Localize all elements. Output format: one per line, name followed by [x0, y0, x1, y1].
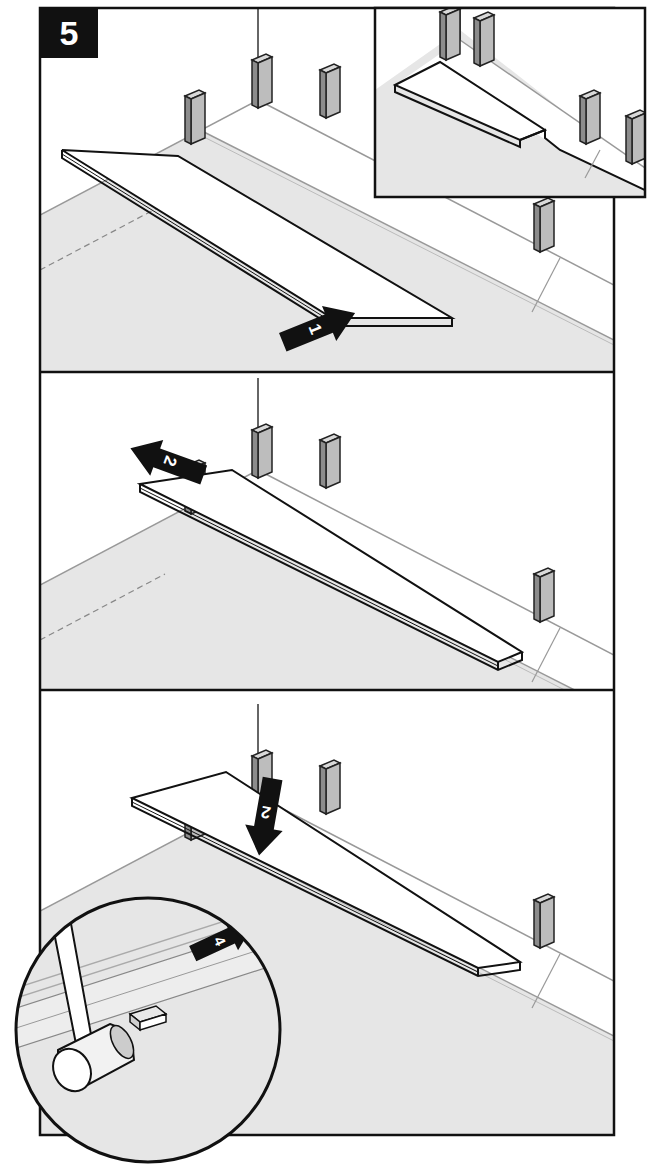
step-number: 5	[60, 16, 79, 50]
